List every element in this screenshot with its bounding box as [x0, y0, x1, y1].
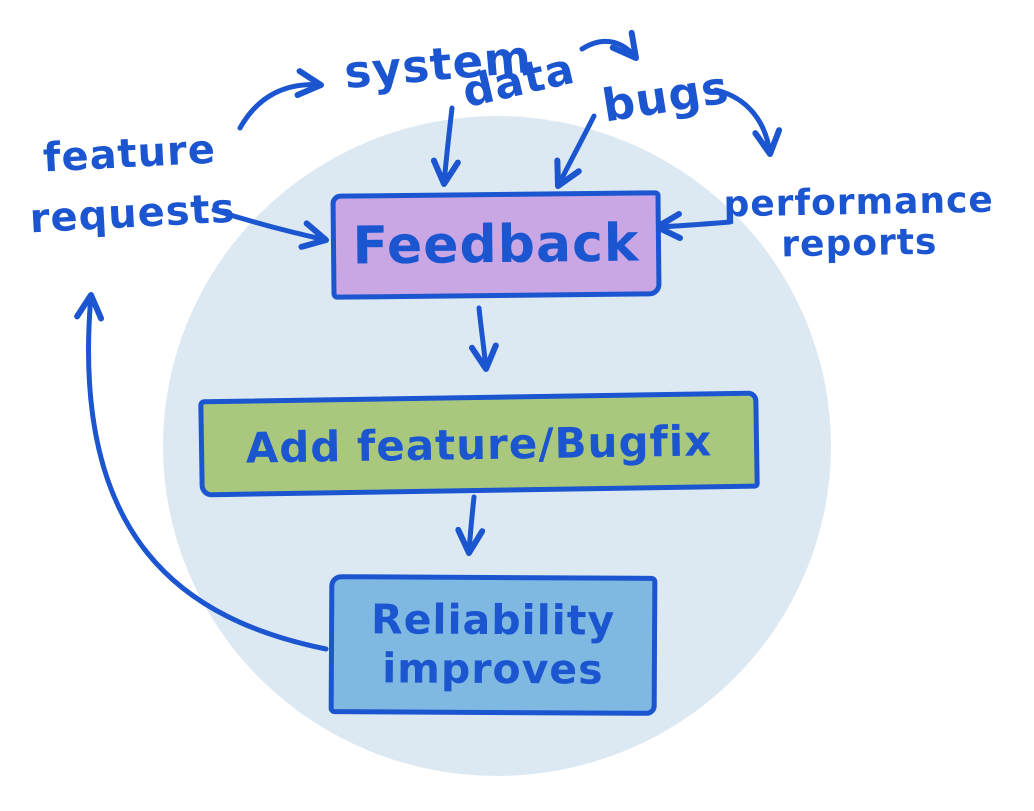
arrow-feature-requests-to-feedback — [211, 207, 329, 250]
node-feedback-label: Feedback — [352, 213, 640, 277]
feature-requests-line2: requests — [28, 185, 237, 243]
label-performance-reports: performance reports — [721, 180, 996, 268]
arrow-reliability-to-feature-requests — [74, 292, 329, 652]
node-reliability-line1: Reliability — [371, 595, 616, 645]
node-reliability-line2: improves — [382, 644, 604, 694]
arrow-bugs-to-performance-reports — [713, 87, 783, 157]
node-feedback: Feedback — [330, 190, 662, 300]
arrow-addfeature-to-reliability — [455, 494, 486, 556]
performance-reports-line2: reports — [780, 222, 938, 266]
arrow-performance-reports-to-feedback — [654, 211, 733, 242]
arrow-system-data-to-feedback — [430, 105, 461, 187]
node-add-feature-bugfix: Add feature/Bugfix — [198, 390, 760, 498]
arrow-feedback-to-addfeature — [468, 305, 499, 372]
node-add-feature-bugfix-label: Add feature/Bugfix — [245, 415, 713, 473]
arrow-data-to-bugs — [579, 29, 639, 61]
performance-reports-line1: performance — [723, 179, 995, 226]
label-feature-requests: feature requests — [19, 118, 243, 249]
arrow-bugs-to-feedback — [554, 113, 597, 189]
node-reliability-improves: Reliability improves — [328, 574, 658, 716]
arrow-feature-requests-to-system-data — [237, 68, 324, 131]
